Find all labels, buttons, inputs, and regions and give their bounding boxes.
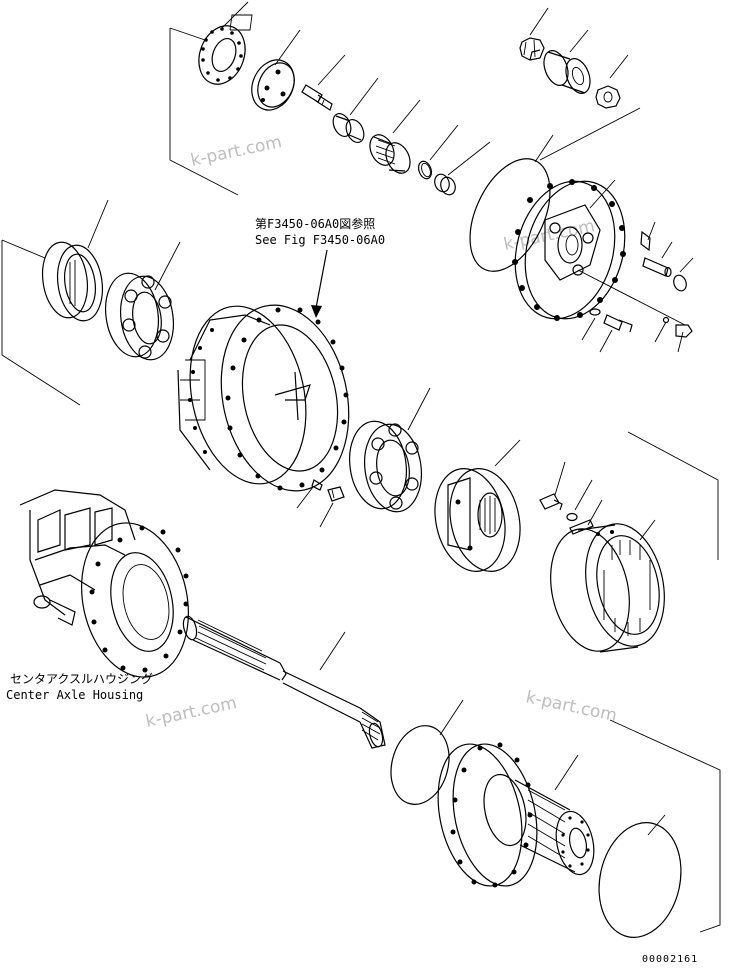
o-ring-carrier bbox=[469, 158, 551, 272]
wheel-hub bbox=[177, 304, 350, 492]
center-axle-housing bbox=[19, 489, 189, 678]
castle-nut bbox=[595, 85, 621, 109]
bearing-cone-top bbox=[543, 50, 591, 94]
group-bracket-right bbox=[627, 431, 719, 560]
seal-ring-left bbox=[41, 241, 104, 322]
ring-gear bbox=[550, 523, 665, 653]
bolt-retainer bbox=[539, 493, 594, 535]
reference-note-jp: 第F3450-06A0図参照 bbox=[255, 216, 375, 231]
bearing-left bbox=[104, 272, 175, 361]
planetary-carrier bbox=[512, 179, 626, 321]
nut-top bbox=[519, 37, 545, 61]
reference-note-en: See Fig F3450-06A0 bbox=[255, 233, 385, 247]
snap-ring-top bbox=[417, 160, 433, 180]
carrier-small-bolts bbox=[589, 308, 693, 338]
drawing-code: 00002161 bbox=[642, 954, 698, 965]
needle-bearing-top bbox=[369, 134, 411, 174]
reference-arrow bbox=[311, 249, 328, 318]
housing-label-jp: センタアクスルハウジング bbox=[10, 672, 153, 686]
group-bracket-bottom bbox=[609, 719, 721, 933]
retainer-plate bbox=[251, 59, 295, 111]
pin-shaft bbox=[640, 230, 687, 292]
housing-label-en: Center Axle Housing bbox=[6, 688, 143, 702]
watermark-bottom-right: k-part.com bbox=[524, 687, 619, 726]
axle-shaft bbox=[182, 615, 386, 749]
shim-plate bbox=[198, 25, 246, 85]
bushing bbox=[332, 113, 365, 143]
o-ring-shaft bbox=[390, 725, 450, 805]
group-bracket-top bbox=[169, 27, 239, 196]
leader-lines bbox=[87, 1, 694, 836]
output-flange-spindle bbox=[437, 742, 595, 888]
group-bracket-carrier bbox=[539, 107, 686, 326]
bearing-center bbox=[349, 420, 422, 513]
o-ring-large bbox=[598, 822, 682, 938]
watermark-top: k-part.com bbox=[189, 132, 284, 171]
bolt-top bbox=[301, 84, 333, 111]
washer-top bbox=[434, 173, 456, 196]
spindle-retainer bbox=[434, 468, 521, 572]
watermark-left: k-part.com bbox=[144, 693, 239, 732]
group-bracket-left bbox=[1, 239, 81, 406]
hub-plug bbox=[311, 479, 345, 502]
